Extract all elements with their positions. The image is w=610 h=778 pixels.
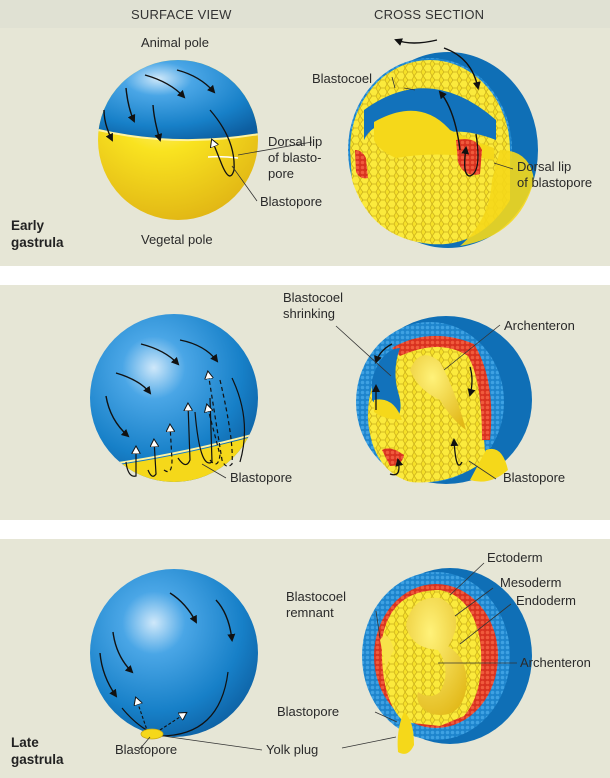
- label-mesoderm: Mesoderm: [500, 575, 562, 590]
- stage-label-late-gastrula: Late gastrula: [11, 734, 64, 768]
- surface-view-heading: SURFACE VIEW: [131, 7, 232, 22]
- label-dorsal-lip-surface-1: Dorsal lip: [268, 134, 323, 149]
- stage-label-early-gastrula: Early gastrula: [11, 217, 64, 251]
- leader-lines-late: [138, 562, 517, 751]
- surface-sphere-late: [90, 569, 258, 740]
- label-animal-pole: Animal pole: [141, 35, 209, 50]
- stage-late-line1: Late: [11, 735, 39, 750]
- stage-early-line1: Early: [11, 218, 45, 233]
- label-blastopore-section-late: Blastopore: [277, 704, 340, 719]
- leader-lines-mid: [201, 324, 501, 480]
- label-dorsal-lip-surface-3: pore: [268, 166, 295, 181]
- cross-section-late: [362, 568, 532, 754]
- label-endoderm: Endoderm: [516, 593, 576, 608]
- label-blastocoel: Blastocoel: [312, 71, 372, 86]
- surface-sphere-early: [98, 60, 258, 220]
- label-blastopore-surface: Blastopore: [260, 194, 323, 209]
- label-dorsal-lip-surface-2: of blasto-: [268, 150, 322, 165]
- mid-gastrula-illustration: [90, 314, 532, 484]
- label-vegetal-pole: Vegetal pole: [141, 232, 213, 247]
- cross-section-early: [348, 38, 538, 248]
- label-dorsal-lip-section-1: Dorsal lip: [517, 159, 572, 174]
- cross-section-mid: [356, 316, 532, 484]
- panel-mid-gastrula: Blastocoel shrinking Archenteron Blastop…: [0, 285, 610, 520]
- label-blastopore-section-mid: Blastopore: [503, 470, 566, 485]
- label-dorsal-lip-section-2: of blastopore: [517, 175, 593, 190]
- label-blastopore-surface-mid: Blastopore: [230, 470, 293, 485]
- label-blastopore-surface-late: Blastopore: [115, 742, 178, 757]
- early-gastrula-illustration: [98, 38, 538, 248]
- stage-late-line2: gastrula: [11, 752, 64, 767]
- label-archenteron-mid: Archenteron: [504, 318, 575, 333]
- label-blastocoel-remnant-1: Blastocoel: [286, 589, 346, 604]
- label-ectoderm: Ectoderm: [487, 550, 543, 565]
- label-archenteron-late: Archenteron: [520, 655, 591, 670]
- panel-late-gastrula: Ectoderm Mesoderm Endoderm Blastocoel re…: [0, 539, 610, 778]
- label-blastocoel-remnant-2: remnant: [286, 605, 334, 620]
- surface-sphere-mid: [90, 314, 258, 482]
- stage-early-line2: gastrula: [11, 235, 64, 250]
- label-yolk-plug: Yolk plug: [266, 742, 319, 757]
- cross-section-heading: CROSS SECTION: [374, 7, 485, 22]
- panel-early-gastrula: Animal pole Vegetal pole Dorsal lip of b…: [0, 28, 610, 266]
- column-header-band: SURFACE VIEW CROSS SECTION: [0, 0, 610, 28]
- label-blastocoel-shrinking-2: shrinking: [283, 306, 336, 321]
- label-blastocoel-shrinking-1: Blastocoel: [283, 290, 343, 305]
- late-gastrula-illustration: [90, 562, 532, 754]
- leader-lines-early: [231, 76, 514, 202]
